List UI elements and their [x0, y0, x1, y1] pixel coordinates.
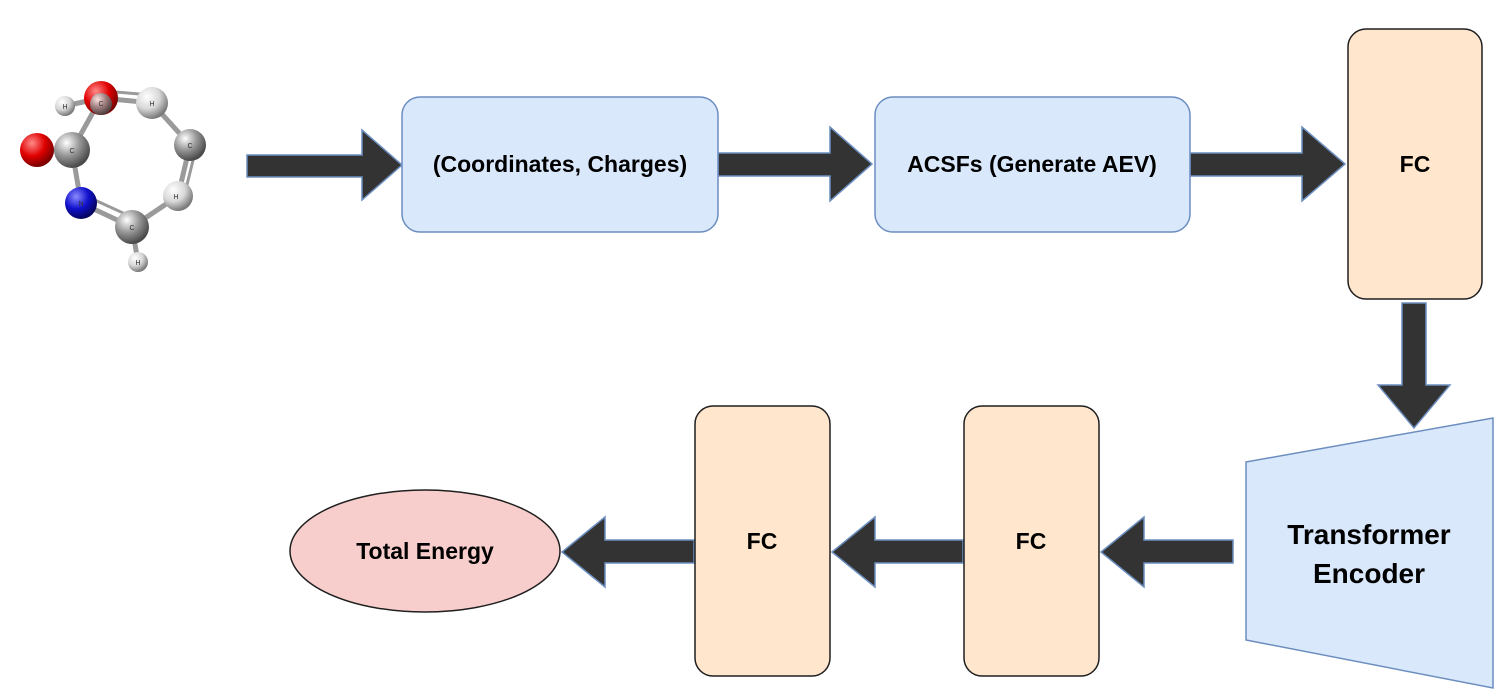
- arrow-left-icon: [830, 515, 964, 589]
- svg-text:(Coordinates, Charges): (Coordinates, Charges): [433, 151, 687, 177]
- hydrogen-atom: H: [128, 252, 148, 272]
- svg-text:C: C: [69, 148, 74, 155]
- fc-node-top: FC: [1347, 28, 1483, 300]
- arrow-right-icon: [1189, 125, 1347, 203]
- oxygen-atom: [84, 81, 118, 115]
- svg-text:FC: FC: [1016, 528, 1047, 554]
- svg-text:Transformer: Transformer: [1287, 519, 1450, 550]
- svg-text:ACSFs (Generate AEV): ACSFs (Generate AEV): [907, 151, 1157, 177]
- oxygen-atom: [20, 133, 54, 167]
- svg-text:N: N: [78, 201, 83, 208]
- svg-text:H: H: [173, 194, 178, 201]
- svg-text:C: C: [129, 225, 134, 232]
- carbon-atom: C: [174, 129, 206, 161]
- svg-text:H: H: [149, 101, 154, 108]
- hydrogen-atom: H: [136, 87, 168, 119]
- carbon-atom: C: [54, 132, 90, 168]
- arrow-down-icon: [1376, 302, 1452, 430]
- svg-text:Encoder: Encoder: [1313, 558, 1425, 589]
- flow-arrows: [246, 125, 1452, 589]
- fc-node-left: FC: [694, 405, 831, 677]
- acsf-node: ACSFs (Generate AEV): [874, 96, 1191, 233]
- transformer-encoder-node: Transformer Encoder: [1245, 417, 1494, 689]
- svg-text:H: H: [62, 104, 67, 111]
- svg-text:Total Energy: Total Energy: [356, 538, 494, 564]
- arrow-right-icon: [246, 128, 404, 202]
- nitrogen-atom: N: [65, 187, 97, 219]
- carbon-atom: C: [115, 210, 149, 244]
- arrow-left-icon: [560, 515, 695, 589]
- hydrogen-atom: H: [163, 181, 193, 211]
- svg-text:C: C: [98, 101, 103, 108]
- fc-node-middle: FC: [963, 405, 1100, 677]
- carbon-atom: C: [98, 101, 103, 108]
- arrow-left-icon: [1099, 515, 1234, 589]
- oxygen-label-hidden: O: [98, 88, 104, 95]
- input-node: (Coordinates, Charges): [401, 96, 719, 233]
- molecule-illustration: H C H C C H N: [20, 81, 206, 272]
- svg-text:H: H: [135, 260, 140, 267]
- arrow-right-icon: [717, 125, 874, 203]
- hydrogen-atom: H: [55, 96, 75, 116]
- svg-text:FC: FC: [1400, 151, 1431, 177]
- svg-text:FC: FC: [747, 528, 778, 554]
- molecule-bonds: [34, 95, 193, 265]
- svg-text:C: C: [187, 143, 192, 150]
- total-energy-output-node: Total Energy: [289, 489, 561, 613]
